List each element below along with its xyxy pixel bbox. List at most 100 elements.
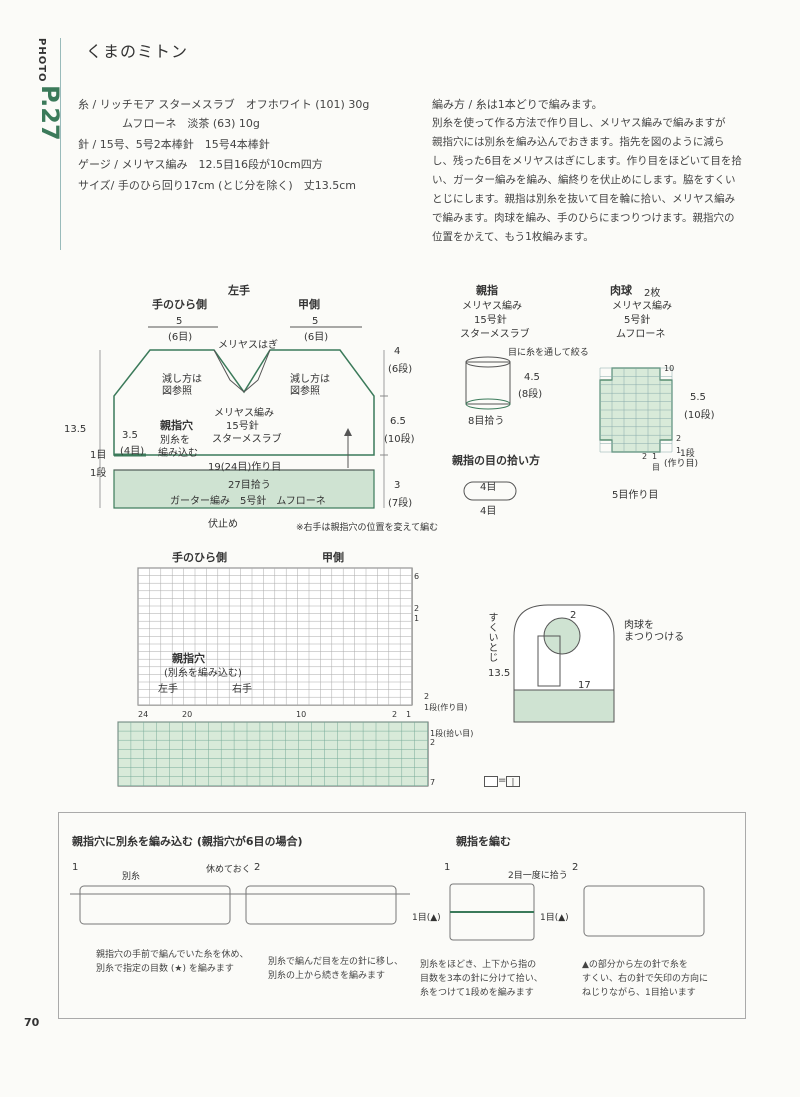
thumb-bottom bbox=[465, 398, 511, 410]
mitten-outline bbox=[113, 349, 375, 456]
thumb-shape bbox=[465, 361, 511, 405]
method-line: 位置をかえて、もう1枚編みます。 bbox=[432, 231, 594, 243]
mitten-palm-side: 手のひら側 bbox=[152, 298, 207, 311]
thumb-pick8: 8目拾う bbox=[468, 416, 505, 427]
chart-row-1-cast: 1段(作り目) bbox=[424, 703, 468, 712]
spec-needles: 針 / 15号、5号2本棒針 15号4本棒針 bbox=[78, 138, 270, 151]
chart-palm-side: 手のひら側 bbox=[172, 551, 227, 564]
width-3-5-stitches: (4目) bbox=[120, 446, 145, 457]
howto2-top: 2目一度に拾う bbox=[508, 871, 568, 881]
method-line: とじにします。親指は別糸を抜いて目を輪に拾い、メリヤス編み bbox=[432, 193, 736, 205]
howto2-cap2c: ねじりながら、1目拾います bbox=[582, 988, 696, 998]
pattern-title: くまのミトン bbox=[86, 42, 189, 61]
chart-left-hand: 左手 bbox=[158, 684, 178, 695]
height-6-5-rows: (10段) bbox=[384, 434, 415, 445]
howto2-left: 1目(▲) bbox=[412, 913, 441, 923]
method-body: 別糸を使って作る方法で作り目し、メリヤス編みで編みますが 親指穴には別糸を編み込… bbox=[432, 114, 752, 247]
pad-row-10: 10 bbox=[664, 364, 675, 373]
width-5-b: 5 bbox=[312, 316, 319, 327]
pickup-label: 27目拾う bbox=[228, 480, 271, 491]
spec-yarn-2: ムフローネ 淡茶 (63) 10g bbox=[122, 117, 260, 130]
pad-mok: 目 bbox=[652, 463, 660, 472]
mitten-back-side: 甲側 bbox=[298, 298, 320, 311]
width-5-a: 5 bbox=[176, 316, 183, 327]
chart-col-24: 24 bbox=[138, 710, 149, 719]
assembly-thumb bbox=[537, 635, 561, 687]
page-number: 70 bbox=[24, 1016, 40, 1029]
garter-band bbox=[113, 469, 375, 509]
chart-row-2b: 2 bbox=[424, 692, 430, 701]
howto1-cap1a: 親指穴の手前で編んでいた糸を休め、 bbox=[96, 950, 249, 960]
chart-row-6: 6 bbox=[414, 572, 420, 581]
height-4-rows: (6段) bbox=[388, 364, 413, 375]
howto1-betsu: 別糸 bbox=[122, 872, 141, 882]
side-divider bbox=[60, 38, 61, 250]
method-heading: 編み方 / 糸は1本どりで編みます。 bbox=[432, 98, 603, 111]
assembly-band bbox=[513, 689, 615, 723]
thumb-four-a: 4目 bbox=[480, 482, 497, 493]
chart-col-1: 1 bbox=[406, 710, 412, 719]
thumb-hole-label3: 編み込む bbox=[158, 448, 198, 459]
thumb-title: 親指 bbox=[476, 284, 498, 297]
chart-legend-box bbox=[484, 776, 498, 787]
thumb-pickup-ring bbox=[463, 481, 517, 501]
mitten-left-hand: 左手 bbox=[228, 284, 250, 297]
thumb-top bbox=[465, 356, 511, 368]
bind-off-label: 伏止め bbox=[208, 519, 238, 530]
spec-yarn-1: 糸 / リッチモア スターメスラブ オフホワイト (101) 30g bbox=[78, 98, 370, 111]
thumb-thread: 目に糸を通して絞る bbox=[508, 348, 589, 358]
thumb-h45-rows: (8段) bbox=[518, 389, 543, 400]
howto1-title: 親指穴に別糸を編み込む (親指穴が6目の場合) bbox=[72, 835, 303, 848]
assembly-side: すくいとじ bbox=[486, 612, 497, 662]
chart-row-1: 1 bbox=[414, 614, 420, 623]
chart-row-2: 2 bbox=[414, 604, 420, 613]
photo-label: PHOTO bbox=[36, 38, 47, 83]
garter-label: ガーター編み 5号針 ムフローネ bbox=[170, 496, 326, 507]
pad-title: 肉球 bbox=[610, 284, 632, 297]
howto2-illustration bbox=[449, 883, 705, 941]
method-line: い、ガーター編みを編み、編終りを伏止めにします。脇をすくい bbox=[432, 174, 736, 186]
chart-back-side: 甲側 bbox=[322, 551, 344, 564]
graft-label: メリヤスはぎ bbox=[218, 340, 278, 351]
width-5-a-stitches: (6目) bbox=[168, 332, 193, 343]
thumb-pick-title: 親指の目の拾い方 bbox=[452, 454, 540, 467]
thumb-h45: 4.5 bbox=[524, 372, 540, 383]
assembly-2: 2 bbox=[570, 610, 577, 621]
howto2-cap1c: 糸をつけて1段めを編みます bbox=[420, 988, 534, 998]
decrease-b: 減し方は bbox=[290, 374, 330, 385]
method-line: し、残った6目をメリヤスはぎにします。作り目をほどいて目を拾 bbox=[432, 155, 742, 167]
mitten-stockinette: メリヤス編み bbox=[214, 408, 274, 419]
howto2-right: 1目(▲) bbox=[540, 913, 569, 923]
pad-bottom: 5目作り目 bbox=[612, 490, 659, 501]
pad-h55-rows: (10段) bbox=[684, 410, 715, 421]
pad-row-1: 1 bbox=[676, 446, 682, 455]
pad-row-2: 2 bbox=[676, 434, 682, 443]
assembly-w17: 17 bbox=[578, 680, 591, 691]
chart-col-10: 10 bbox=[296, 710, 307, 719]
howto2-step1: 1 bbox=[444, 862, 451, 873]
graft-line bbox=[213, 349, 271, 393]
chart-col-20: 20 bbox=[182, 710, 193, 719]
pad-row1-label: 1段 bbox=[680, 449, 695, 459]
howto-box bbox=[58, 812, 746, 1019]
howto2-cap2b: すくい、右の針で矢印の方向に bbox=[582, 974, 709, 984]
mitten-needle: 15号針 bbox=[226, 421, 259, 432]
height-3: 3 bbox=[394, 480, 401, 491]
howto2-step2: 2 bbox=[572, 862, 579, 873]
height-4: 4 bbox=[394, 346, 401, 357]
photo-page-ref: PHOTO P.27 bbox=[36, 38, 64, 140]
row-1-stitch: 1目 bbox=[90, 450, 107, 461]
pad-col-2: 2 bbox=[642, 452, 648, 461]
assembly-h135: 13.5 bbox=[488, 668, 511, 679]
chart-right-hand: 右手 bbox=[232, 684, 252, 695]
pad-l1: メリヤス編み bbox=[612, 301, 672, 312]
height-6-5: 6.5 bbox=[390, 416, 406, 427]
pad-count: 2枚 bbox=[644, 288, 661, 299]
howto1-cap1b: 別糸で指定の目数 (★) を編みます bbox=[96, 964, 234, 974]
assembly-pad-label2: まつりつける bbox=[624, 632, 685, 643]
chart-thumb-hole-2: (別糸を編み込む) bbox=[164, 668, 242, 679]
thumb-l3: スターメスラブ bbox=[460, 329, 530, 340]
howto2-title: 親指を編む bbox=[456, 835, 511, 848]
howto1-step1: 1 bbox=[72, 862, 79, 873]
